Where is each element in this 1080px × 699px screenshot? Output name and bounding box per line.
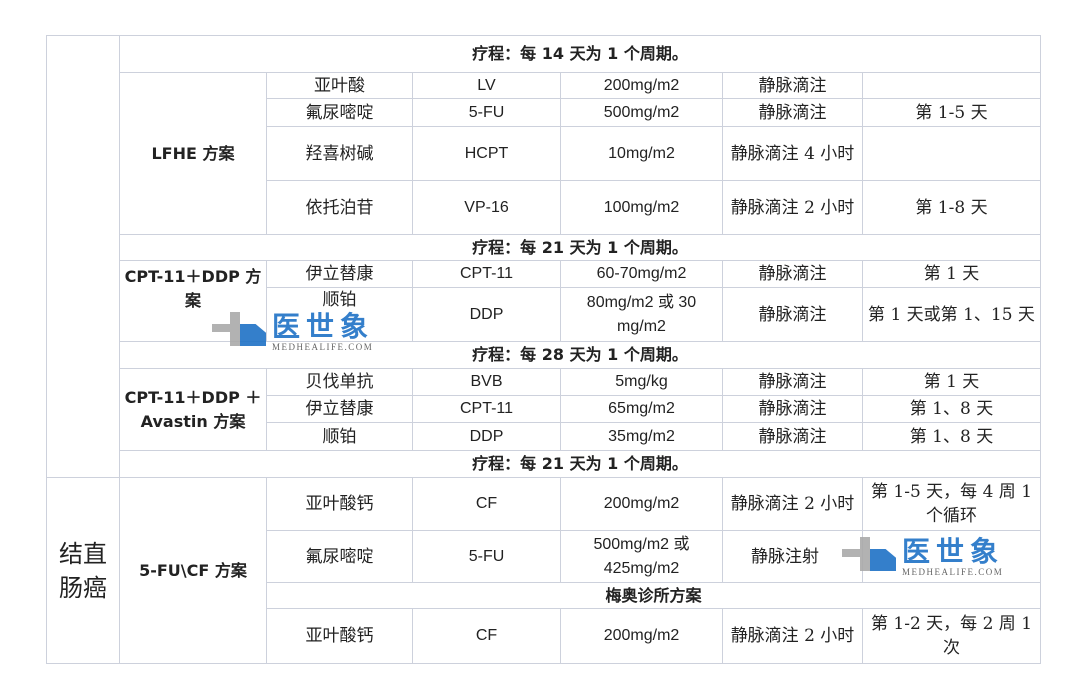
drug: 亚叶酸钙 [266,477,413,531]
route: 静脉滴注 4 小时 [722,126,863,181]
abbr: LV [412,72,561,99]
days: 第 1-2 天，每 2 周 1 次 [862,608,1041,664]
mayo-clinic-row: 梅奥诊所方案 [266,582,1041,609]
dose: 500mg/m2 或 425mg/m2 [560,530,723,583]
days: 第 1 天 [862,368,1041,396]
drug: 亚叶酸 [266,72,413,99]
dose: 10mg/m2 [560,126,723,181]
dose: 5mg/kg [560,368,723,396]
days [862,126,1041,181]
days: 第 1、8 天 [862,395,1041,423]
dose: 500mg/m2 [560,98,723,127]
regimen-name: 5-FU\CF 方案 [119,477,267,664]
abbr: CPT-11 [412,260,561,288]
drug: 依托泊苷 [266,180,413,235]
route: 静脉滴注 2 小时 [722,477,863,531]
abbr: DDP [412,287,561,342]
drug: 羟喜树碱 [266,126,413,181]
course-row: 疗程：每 14 天为 1 个周期。 [119,35,1041,73]
abbr: VP-16 [412,180,561,235]
route: 静脉滴注 [722,72,863,99]
route: 静脉滴注 [722,260,863,288]
drug: 伊立替康 [266,395,413,423]
days: 第 1 天 [862,260,1041,288]
days: 第 1-5 天 [862,98,1041,127]
abbr: CF [412,608,561,664]
dose: 200mg/m2 [560,608,723,664]
abbr: CF [412,477,561,531]
drug: 氟尿嘧啶 [266,98,413,127]
route: 静脉滴注 [722,395,863,423]
days [862,530,1041,583]
drug: 亚叶酸钙 [266,608,413,664]
route: 静脉滴注 [722,98,863,127]
days: 第 1-5 天，每 4 周 1 个循环 [862,477,1041,531]
days [862,72,1041,99]
empty-disease-cell [46,35,120,478]
course-row: 疗程：每 28 天为 1 个周期。 [119,341,1041,369]
drug: 氟尿嘧啶 [266,530,413,583]
route: 静脉注射 [722,530,863,583]
drug: 贝伐单抗 [266,368,413,396]
dose: 200mg/m2 [560,477,723,531]
dose: 100mg/m2 [560,180,723,235]
disease-name: 结直肠癌 [46,477,120,664]
abbr: CPT-11 [412,395,561,423]
drug: 顺铂 [266,422,413,451]
course-row: 疗程：每 21 天为 1 个周期。 [119,234,1041,261]
dose: 80mg/m2 或 30 mg/m2 [560,287,723,342]
days: 第 1 天或第 1、15 天 [862,287,1041,342]
route: 静脉滴注 2 小时 [722,180,863,235]
chemotherapy-regimen-table: 疗程：每 14 天为 1 个周期。 LFHE 方案 亚叶酸 LV 200mg/m… [46,35,1041,664]
dose: 65mg/m2 [560,395,723,423]
route: 静脉滴注 [722,422,863,451]
abbr: 5-FU [412,530,561,583]
abbr: DDP [412,422,561,451]
dose: 60-70mg/m2 [560,260,723,288]
dose: 200mg/m2 [560,72,723,99]
drug: 伊立替康 [266,260,413,288]
abbr: BVB [412,368,561,396]
abbr: 5-FU [412,98,561,127]
drug: 顺铂 [266,287,413,342]
abbr: HCPT [412,126,561,181]
route: 静脉滴注 [722,287,863,342]
days: 第 1-8 天 [862,180,1041,235]
route: 静脉滴注 [722,368,863,396]
regimen-name: CPT-11＋DDP 方案 [119,260,267,342]
dose: 35mg/m2 [560,422,723,451]
regimen-name: CPT-11＋DDP ＋Avastin 方案 [119,368,267,451]
regimen-name: LFHE 方案 [119,72,267,235]
days: 第 1、8 天 [862,422,1041,451]
course-row: 疗程：每 21 天为 1 个周期。 [119,450,1041,478]
route: 静脉滴注 2 小时 [722,608,863,664]
